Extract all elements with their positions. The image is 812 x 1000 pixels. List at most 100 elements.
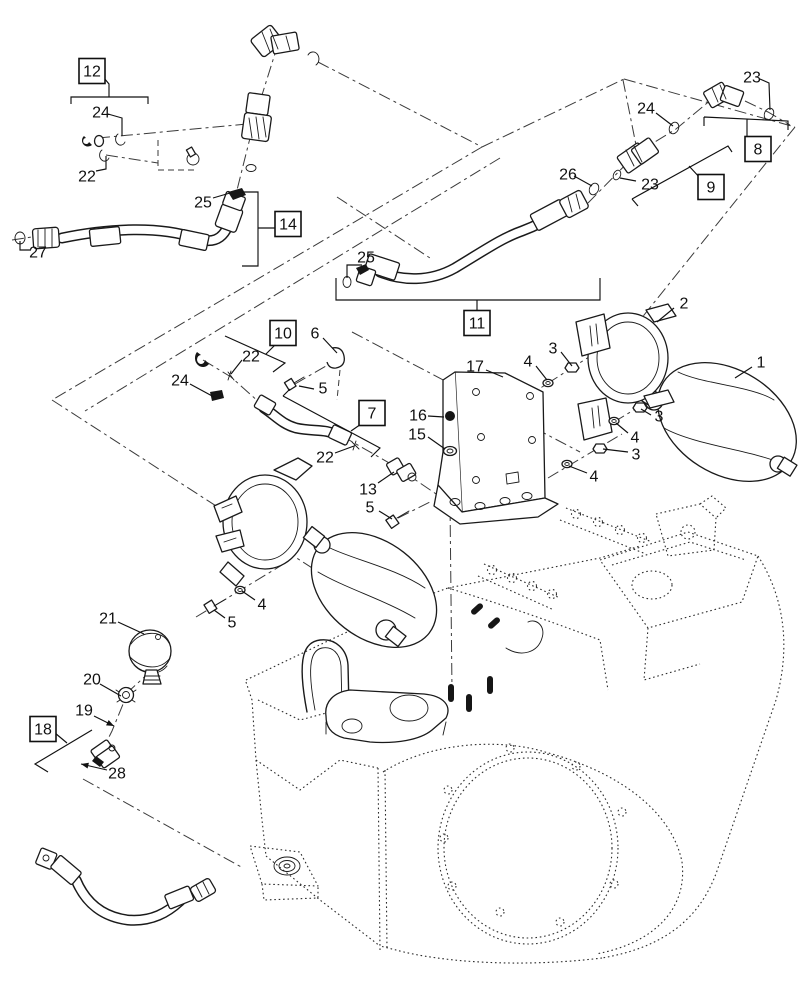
callout-23-11: 23 bbox=[743, 70, 771, 111]
accumulator-1 bbox=[634, 361, 798, 483]
bracket-17 bbox=[433, 371, 559, 525]
washer-4a bbox=[542, 378, 554, 388]
grommet bbox=[194, 352, 209, 368]
top-fitting-group bbox=[185, 24, 320, 200]
o-ring-24 bbox=[668, 121, 680, 135]
hardware-right bbox=[542, 362, 648, 469]
nut-3b bbox=[632, 402, 648, 413]
screw-22b bbox=[351, 440, 360, 451]
banjo-13 bbox=[386, 457, 417, 482]
label-brackets bbox=[33, 77, 789, 773]
callout-label: 25 bbox=[194, 195, 212, 212]
ring-23 bbox=[612, 169, 622, 181]
clamp-group-12 bbox=[81, 133, 126, 162]
o-ring-23b bbox=[763, 107, 775, 121]
callout-4-22: 4 bbox=[568, 465, 599, 486]
callout-21-36: 21 bbox=[99, 611, 145, 635]
callout-13-32: 13 bbox=[359, 471, 395, 499]
tow-plate bbox=[325, 689, 449, 744]
callout-label: 26 bbox=[559, 167, 577, 184]
o-ring-25 bbox=[342, 276, 352, 288]
callout-8-12: 8 bbox=[744, 135, 772, 163]
clip-22 bbox=[99, 149, 110, 162]
callout-28-40: 28 bbox=[80, 762, 126, 783]
washer-15 bbox=[442, 445, 458, 457]
callout-1-15: 1 bbox=[734, 355, 766, 379]
callout-label: 24 bbox=[637, 101, 655, 118]
callout-label: 5 bbox=[228, 615, 237, 632]
deck-bolt-rows bbox=[477, 507, 653, 611]
callout-5-29: 5 bbox=[298, 381, 328, 398]
callout-label: 21 bbox=[99, 611, 117, 628]
clamp-6 bbox=[326, 347, 345, 369]
callout-label: 4 bbox=[524, 354, 533, 371]
callout-label: 20 bbox=[83, 672, 101, 689]
mount-studs bbox=[448, 603, 500, 712]
callout-2-14: 2 bbox=[656, 296, 689, 323]
callout-19-38: 19 bbox=[75, 703, 115, 727]
construction-lines bbox=[11, 43, 796, 869]
o-ring-26 bbox=[588, 182, 600, 196]
callout-3-21: 3 bbox=[602, 447, 641, 464]
callout-24-1: 24 bbox=[92, 105, 123, 136]
cap-nut-16 bbox=[445, 411, 455, 421]
retainer-clip bbox=[307, 51, 320, 66]
callout-22-31: 22 bbox=[316, 445, 355, 467]
callout-label: 9 bbox=[707, 180, 716, 197]
hose-bottom bbox=[35, 847, 217, 926]
clamp-25a bbox=[228, 188, 246, 200]
callout-15-24: 15 bbox=[408, 427, 446, 450]
lift-hoop bbox=[301, 639, 350, 713]
callout-label: 12 bbox=[83, 64, 101, 81]
callout-label: 27 bbox=[29, 245, 47, 262]
callout-label: 5 bbox=[366, 500, 375, 517]
callout-label: 11 bbox=[469, 316, 486, 333]
clip-24 bbox=[115, 133, 126, 146]
chassis bbox=[245, 495, 785, 964]
callout-label: 18 bbox=[34, 722, 52, 739]
nut-20 bbox=[115, 686, 137, 704]
bolt-5l bbox=[203, 598, 227, 615]
callout-11-7: 11 bbox=[463, 309, 491, 337]
callout-7-30: 7 bbox=[358, 399, 386, 427]
callout-26-8: 26 bbox=[559, 167, 593, 187]
callout-3-19: 3 bbox=[640, 409, 664, 426]
sphere-stem bbox=[142, 669, 162, 685]
callout-10-25: 10 bbox=[269, 319, 297, 347]
callout-14-4: 14 bbox=[274, 210, 302, 238]
callout-label: 1 bbox=[757, 355, 766, 372]
callout-3-18: 3 bbox=[549, 341, 573, 367]
callout-label: 22 bbox=[78, 169, 96, 186]
panel-holes bbox=[439, 743, 627, 927]
screw-22a bbox=[227, 370, 235, 381]
callout-label: 28 bbox=[108, 766, 126, 783]
hardware-left-clamp bbox=[203, 585, 246, 615]
callout-24-28: 24 bbox=[171, 373, 215, 398]
nut-3c bbox=[592, 443, 608, 454]
callout-label: 23 bbox=[743, 70, 761, 87]
callout-5-35: 5 bbox=[213, 609, 237, 632]
callout-9-13: 9 bbox=[697, 173, 725, 201]
callout-label: 4 bbox=[590, 469, 599, 486]
callout-label: 3 bbox=[632, 447, 641, 464]
callout-label: 2 bbox=[680, 296, 689, 313]
callout-22-27: 22 bbox=[230, 349, 260, 375]
sphere-accumulator-group bbox=[90, 629, 172, 769]
callout-12-0: 12 bbox=[78, 57, 106, 85]
nut-3a bbox=[564, 362, 580, 373]
harness-wire bbox=[505, 620, 544, 654]
callout-label: 4 bbox=[258, 597, 267, 614]
callout-label: 22 bbox=[316, 450, 334, 467]
callout-4-34: 4 bbox=[241, 590, 267, 614]
callout-label: 6 bbox=[311, 326, 320, 343]
callout-18-39: 18 bbox=[29, 715, 57, 743]
callout-label: 16 bbox=[409, 408, 427, 425]
callout-16-23: 16 bbox=[409, 408, 445, 425]
callout-label: 14 bbox=[279, 217, 297, 234]
callout-25-6: 25 bbox=[346, 250, 375, 278]
callout-20-37: 20 bbox=[83, 672, 122, 697]
callout-4-20: 4 bbox=[615, 422, 640, 447]
callout-5-33: 5 bbox=[366, 500, 393, 520]
